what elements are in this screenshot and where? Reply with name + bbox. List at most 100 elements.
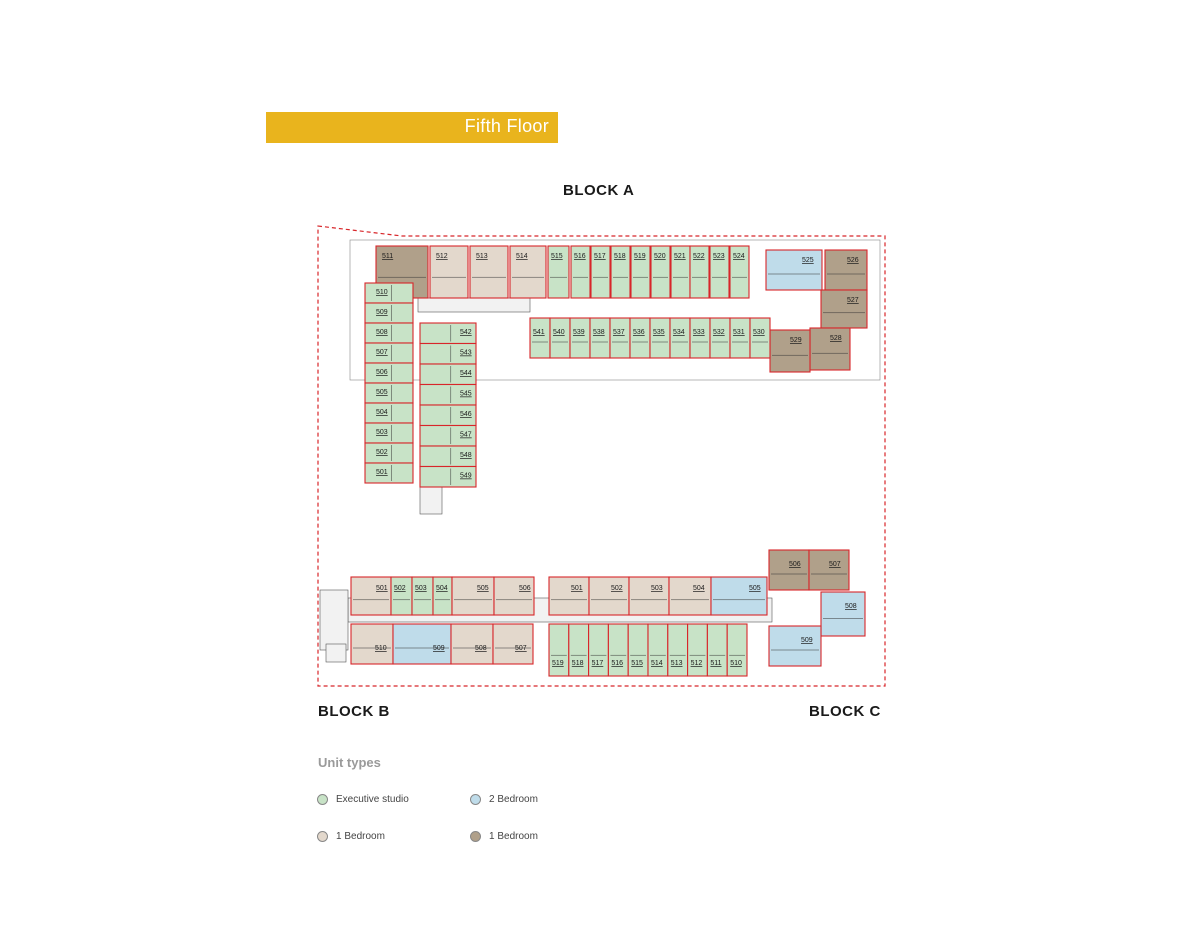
unit-area [509, 245, 547, 299]
unit-number: 507 [376, 349, 388, 356]
unit-area [824, 249, 868, 291]
unit-number: 524 [733, 253, 745, 260]
unit-number: 540 [553, 329, 565, 336]
unit-number: 515 [631, 660, 643, 667]
unit-area [350, 623, 394, 665]
unit-513: 513 [469, 245, 509, 299]
unit-area [808, 549, 850, 591]
unit-number: 507 [829, 561, 841, 568]
unit-number: 527 [847, 297, 859, 304]
unit-number: 525 [802, 257, 814, 264]
unit-number: 532 [713, 329, 725, 336]
unit-533: 533 [689, 317, 711, 359]
unit-509: 509 [392, 623, 452, 665]
unit-511: 511 [706, 623, 728, 677]
unit-506: 506 [768, 549, 810, 591]
unit-area [630, 245, 651, 299]
unit-number: 510 [376, 289, 388, 296]
unit-area [419, 465, 477, 488]
unit-number: 512 [436, 253, 448, 260]
unit-area [650, 245, 671, 299]
unit-505: 505 [451, 576, 495, 616]
unit-area [629, 317, 651, 359]
unit-number: 503 [415, 585, 427, 592]
block-a-label: BLOCK A [563, 182, 635, 199]
unit-534: 534 [669, 317, 691, 359]
unit-area [364, 402, 414, 424]
unit-544: 544 [419, 363, 477, 386]
unit-area [607, 623, 629, 677]
unit-area [610, 245, 631, 299]
unit-area [729, 317, 751, 359]
unit-509: 509 [364, 302, 414, 324]
unit-area [364, 342, 414, 364]
unit-number: 506 [519, 585, 531, 592]
unit-514: 514 [647, 623, 669, 677]
legend-swatch-1-bedroom-dark [470, 831, 481, 842]
unit-area [429, 245, 469, 299]
unit-area [667, 623, 689, 677]
unit-area [687, 623, 708, 677]
unit-number: 544 [460, 370, 472, 377]
unit-513: 513 [667, 623, 689, 677]
unit-501: 501 [364, 462, 414, 484]
unit-503: 503 [411, 576, 434, 616]
unit-number: 504 [436, 585, 448, 592]
unit-504: 504 [432, 576, 453, 616]
unit-521: 521 [670, 245, 691, 299]
unit-number: 508 [376, 329, 388, 336]
unit-area [689, 317, 711, 359]
unit-area [570, 245, 591, 299]
unit-508: 508 [820, 591, 866, 637]
unit-area [364, 382, 414, 404]
unit-number: 528 [830, 335, 842, 342]
unit-number: 538 [593, 329, 605, 336]
unit-516: 516 [570, 245, 591, 299]
unit-507: 507 [492, 623, 534, 665]
unit-number: 503 [651, 585, 663, 592]
unit-number: 512 [691, 660, 703, 667]
unit-519: 519 [630, 245, 651, 299]
unit-536: 536 [629, 317, 651, 359]
legend-swatch-1-bedroom-light [317, 831, 328, 842]
unit-number: 501 [376, 469, 388, 476]
unit-area [469, 245, 509, 299]
unit-number: 507 [515, 645, 527, 652]
unit-number: 516 [574, 253, 586, 260]
unit-506: 506 [364, 362, 414, 384]
unit-number: 543 [460, 350, 472, 357]
unit-area [647, 623, 669, 677]
unit-area [589, 317, 611, 359]
floor-title-bar: Fifth Floor [266, 112, 558, 143]
unit-number: 506 [376, 369, 388, 376]
unit-area [492, 623, 534, 665]
unit-area [765, 249, 823, 291]
legend-title: Unit types [318, 755, 381, 770]
unit-number: 542 [460, 329, 472, 336]
unit-number: 518 [614, 253, 626, 260]
unit-area [390, 576, 413, 616]
unit-502: 502 [364, 442, 414, 464]
unit-505: 505 [364, 382, 414, 404]
unit-512: 512 [429, 245, 469, 299]
unit-area [548, 576, 590, 616]
legend-swatch-2-bedroom [470, 794, 481, 805]
unit-area [668, 576, 712, 616]
unit-area [669, 317, 691, 359]
unit-area [548, 623, 570, 677]
unit-number: 547 [460, 432, 472, 439]
legend-item-2-bedroom: 2 Bedroom [470, 794, 538, 805]
unit-number: 531 [733, 329, 745, 336]
unit-number: 509 [433, 645, 445, 652]
unit-number: 511 [382, 253, 393, 260]
unit-number: 519 [634, 253, 646, 260]
unit-area [364, 302, 414, 324]
unit-area [364, 282, 414, 304]
unit-507: 507 [364, 342, 414, 364]
unit-514: 514 [509, 245, 547, 299]
unit-number: 504 [376, 409, 388, 416]
block-b-label: BLOCK B [318, 703, 390, 720]
unit-526: 526 [824, 249, 868, 291]
unit-area [451, 576, 495, 616]
unit-number: 511 [710, 660, 721, 667]
